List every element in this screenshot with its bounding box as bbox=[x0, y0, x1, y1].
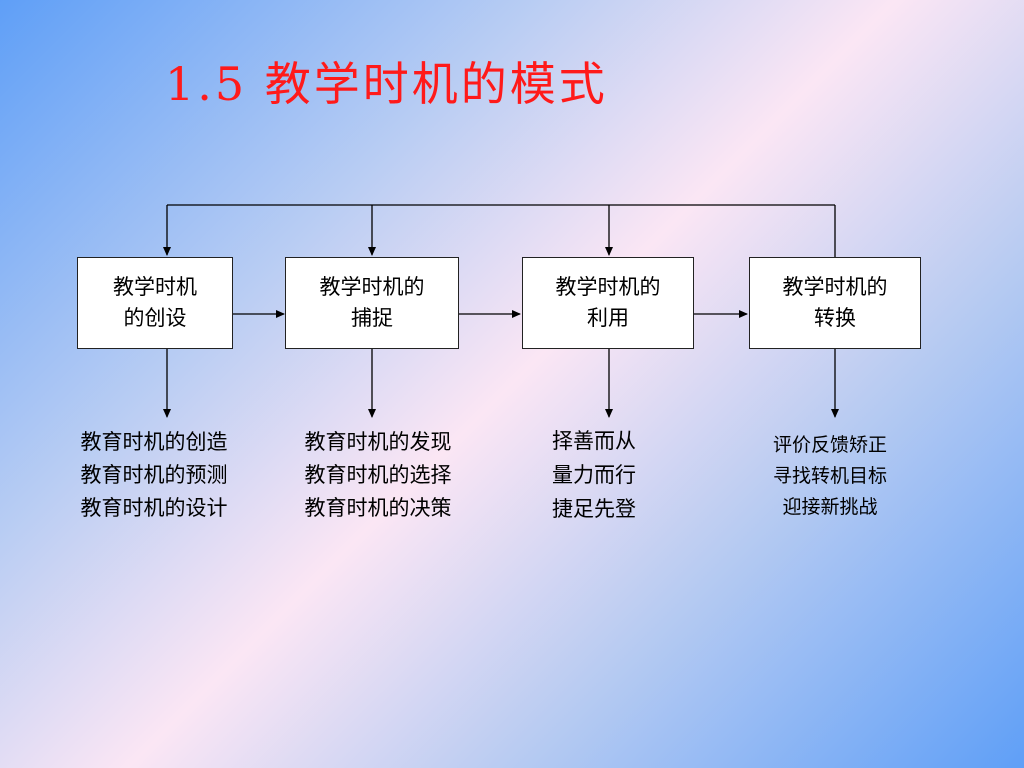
description-capture: 教育时机的发现 教育时机的选择 教育时机的决策 bbox=[276, 426, 480, 525]
box-utilize-line1: 教学时机的 bbox=[555, 275, 661, 299]
description-line: 教育时机的选择 bbox=[304, 463, 452, 487]
box-utilize-line2: 利用 bbox=[587, 306, 629, 330]
description-utilize: 择善而从 量力而行 捷足先登 bbox=[532, 424, 656, 526]
description-line: 择善而从 bbox=[552, 429, 636, 453]
description-create: 教育时机的创造 教育时机的预测 教育时机的设计 bbox=[52, 426, 256, 525]
description-line: 量力而行 bbox=[552, 463, 636, 487]
box-create: 教学时机 的创设 bbox=[77, 257, 233, 349]
description-line: 教育时机的设计 bbox=[80, 496, 228, 520]
description-transform: 评价反馈矫正 寻找转机目标 迎接新挑战 bbox=[745, 430, 915, 523]
description-line: 迎接新挑战 bbox=[782, 496, 878, 518]
description-line: 教育时机的发现 bbox=[304, 430, 452, 454]
box-capture-line1: 教学时机的 bbox=[319, 275, 425, 299]
box-capture: 教学时机的 捕捉 bbox=[285, 257, 459, 349]
box-utilize: 教学时机的 利用 bbox=[522, 257, 694, 349]
description-line: 评价反馈矫正 bbox=[772, 434, 887, 456]
description-line: 捷足先登 bbox=[552, 497, 636, 521]
slide-title: 1.5 教学时机的模式 bbox=[165, 57, 608, 111]
box-create-line1: 教学时机 bbox=[113, 275, 197, 299]
description-line: 教育时机的决策 bbox=[304, 496, 452, 520]
box-capture-line2: 捕捉 bbox=[351, 306, 393, 330]
box-transform-line2: 转换 bbox=[814, 306, 856, 330]
box-transform-line1: 教学时机的 bbox=[782, 275, 888, 299]
description-line: 寻找转机目标 bbox=[772, 465, 887, 487]
box-transform: 教学时机的 转换 bbox=[749, 257, 921, 349]
box-create-line2: 的创设 bbox=[123, 306, 187, 330]
description-line: 教育时机的预测 bbox=[80, 463, 228, 487]
description-line: 教育时机的创造 bbox=[80, 430, 228, 454]
